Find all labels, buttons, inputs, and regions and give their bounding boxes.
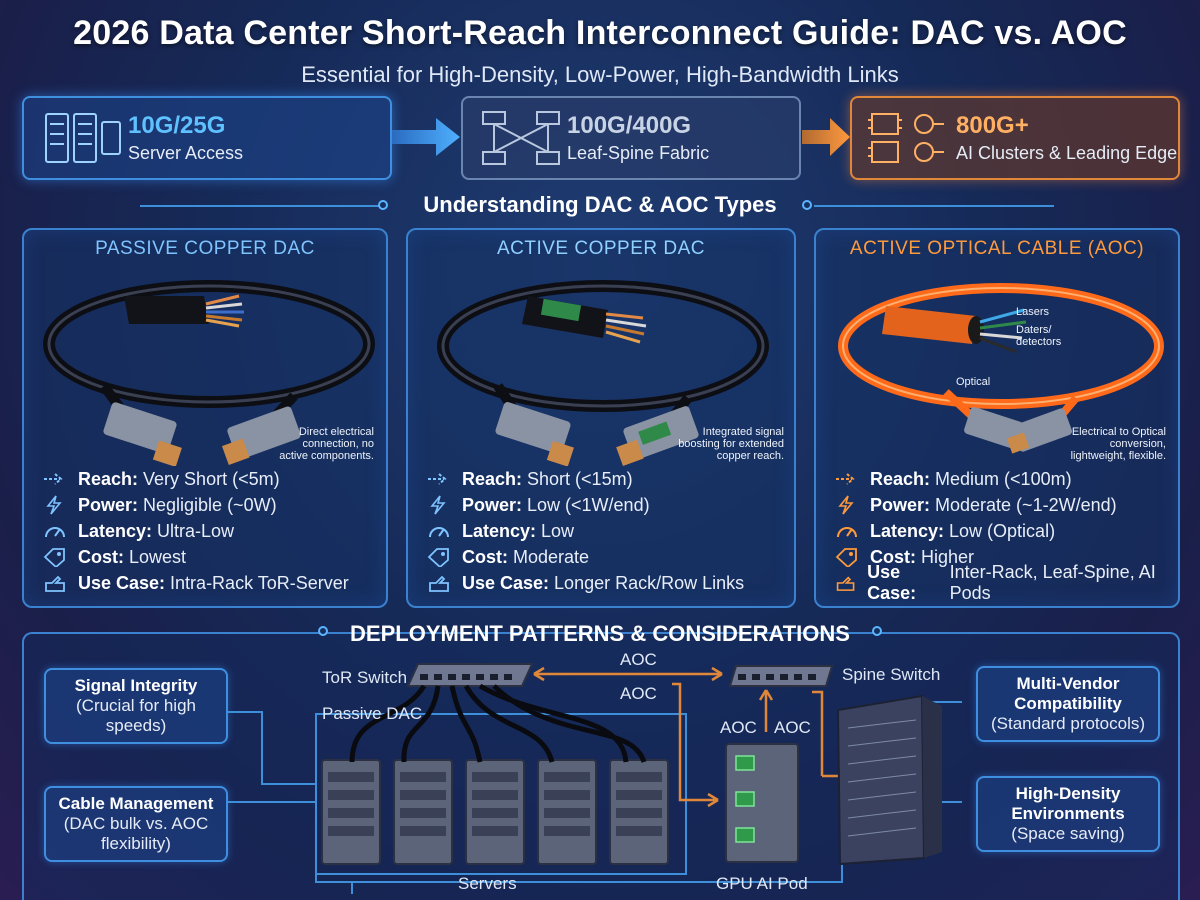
spec-list: Reach:Short (<15m) Power:Low (<1W/end) L… [426, 466, 766, 596]
label-tor-switch: ToR Switch [322, 668, 408, 687]
divider [140, 205, 380, 207]
optical-cable-illustration [838, 283, 1164, 454]
label-gpu-pod: GPU AI Pod [716, 874, 808, 893]
gauge-icon [837, 527, 857, 538]
tier-description: Server Access [128, 143, 244, 163]
price-tag-icon [43, 548, 65, 567]
spec-cost: Cost:Lowest [42, 544, 382, 570]
label-servers: Servers [458, 874, 517, 893]
divider-dot [872, 626, 882, 636]
aoc-inner-label-optical: Optical [956, 376, 991, 388]
spec-reach: Reach:Short (<15m) [426, 466, 766, 492]
lightning-icon [46, 495, 62, 515]
arrow-icon [428, 473, 447, 485]
note-signal-integrity: Signal Integrity(Crucial for high speeds… [44, 668, 228, 744]
deployment-diagram [228, 663, 962, 894]
spec-power: Power:Negligible (~0W) [42, 492, 382, 518]
section-heading-types: Understanding DAC & AOC Types [423, 192, 777, 217]
note-cable-management: Cable Management(DAC bulk vs. AOC flexib… [44, 786, 228, 862]
gpu-chip-icon [868, 113, 944, 163]
spec-power: Power:Low (<1W/end) [426, 492, 766, 518]
label-aoc-right: AOC [774, 718, 811, 737]
label-spine-switch: Spine Switch [842, 665, 941, 684]
tier-leaf-spine: 100G/400G Leaf-Spine Fabric [461, 96, 801, 180]
tier-description: Leaf-Spine Fabric [567, 143, 710, 163]
hand-icon [836, 576, 855, 591]
gauge-icon [429, 527, 449, 538]
label-aoc-left: AOC [720, 718, 757, 737]
card-title: ACTIVE OPTICAL CABLE (AOC) [849, 238, 1145, 259]
server-rack-icon [45, 113, 121, 163]
spec-use-case: Use Case:Longer Rack/Row Links [426, 570, 766, 596]
divider-dot [802, 200, 812, 210]
spec-latency: Latency:Low (Optical) [834, 518, 1174, 544]
tier-description: AI Clusters & Leading Edge [956, 143, 1178, 163]
tier-speed: 10G/25G [128, 112, 226, 139]
spec-latency: Latency:Low [426, 518, 766, 544]
tier-server-access: 10G/25G Server Access [22, 96, 392, 180]
hand-icon [429, 575, 449, 592]
note-high-density: High-Density Environments(Space saving) [976, 776, 1160, 852]
card-title: ACTIVE COPPER DAC [496, 238, 706, 259]
label-passive-dac: Passive DAC [322, 704, 423, 723]
section-heading-deploy: DEPLOYMENT PATTERNS & CONSIDERATIONS [350, 621, 850, 646]
divider [814, 205, 1054, 207]
tier-ai-clusters: 800G+ AI Clusters & Leading Edge [850, 96, 1180, 180]
tier-speed: 100G/400G [567, 112, 692, 139]
network-mesh-icon [482, 111, 560, 165]
card-title: PASSIVE COPPER DAC [95, 238, 315, 259]
spec-reach: Reach:Very Short (<5m) [42, 466, 382, 492]
page-subtitle: Essential for High-Density, Low-Power, H… [301, 62, 899, 87]
label-aoc-mid: AOC [620, 684, 657, 703]
page-title: 2026 Data Center Short-Reach Interconnec… [73, 14, 1127, 52]
tier-speed: 800G+ [956, 112, 1029, 139]
spec-power: Power:Moderate (~1-2W/end) [834, 492, 1174, 518]
divider-dot [378, 200, 388, 210]
server-units [321, 759, 669, 865]
spec-latency: Latency:Ultra-Low [42, 518, 382, 544]
price-tag-icon [835, 548, 857, 567]
arrow-right-icon [392, 118, 460, 156]
aoc-inner-labels: Lasers Daters/ detectors [1016, 306, 1062, 348]
spec-use-case: Use Case:Intra-Rack ToR-Server [42, 570, 382, 596]
arrow-icon [836, 473, 855, 485]
spec-list: Reach:Very Short (<5m) Power:Negligible … [42, 466, 382, 596]
lightning-icon [430, 495, 446, 515]
label-aoc-top: AOC [620, 650, 657, 669]
card-aoc: ACTIVE OPTICAL CABLE (AOC) Lasers Daters… [814, 228, 1180, 608]
active-copper-cable-illustration [437, 280, 769, 466]
divider-dot [318, 626, 328, 636]
note-multi-vendor: Multi-Vendor Compatibility(Standard prot… [976, 666, 1160, 742]
spec-cost: Cost:Moderate [426, 544, 766, 570]
spec-reach: Reach:Medium (<100m) [834, 466, 1174, 492]
gauge-icon [45, 527, 65, 538]
arrow-icon [44, 473, 63, 485]
price-tag-icon [427, 548, 449, 567]
copper-cable-illustration [43, 280, 375, 466]
hand-icon [45, 575, 65, 592]
arrow-right-icon [802, 118, 850, 156]
lightning-icon [838, 495, 854, 515]
spec-use-case: Use Case:Inter-Rack, Leaf-Spine, AI Pods [834, 562, 1174, 603]
spec-cost: Cost:Higher [834, 544, 1174, 570]
spec-list: Reach:Medium (<100m) Power:Moderate (~1-… [834, 466, 1174, 603]
